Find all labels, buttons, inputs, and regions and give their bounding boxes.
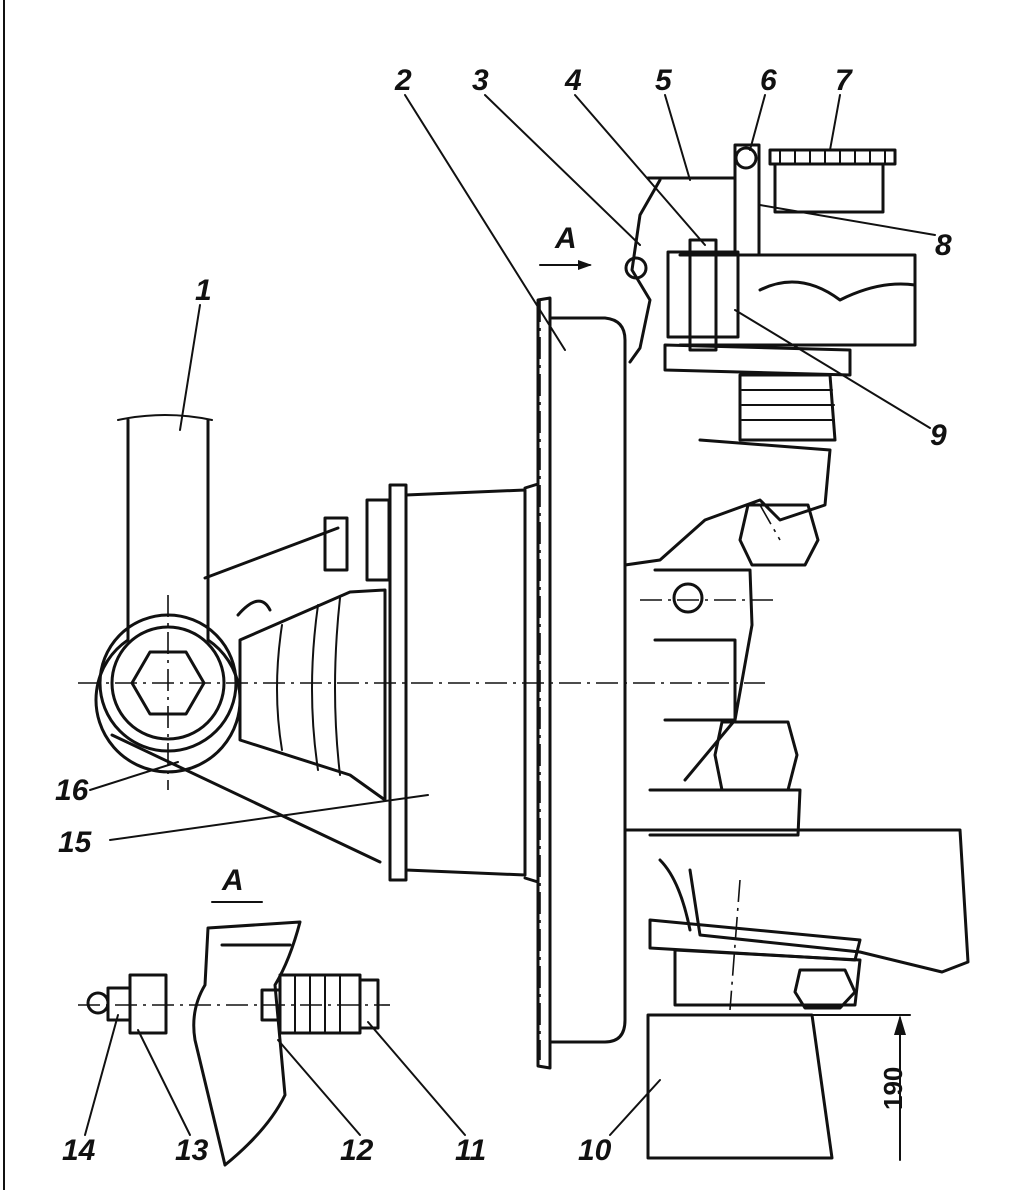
callout-5: 5 (655, 64, 673, 97)
lower-nut (713, 720, 799, 792)
callout-7: 7 (835, 64, 853, 97)
callout-1: 1 (195, 274, 212, 307)
callout-15: 15 (58, 826, 93, 859)
callout-12: 12 (340, 1134, 374, 1167)
hex-socket (130, 650, 206, 716)
upper-nut-axis (759, 504, 781, 541)
lever-arm (94, 414, 242, 774)
callout-4: 4 (564, 64, 582, 97)
callout-13: 13 (175, 1134, 209, 1167)
callout-3: 3 (472, 64, 489, 97)
callout-14: 14 (62, 1134, 96, 1167)
callout-6: 6 (760, 64, 777, 97)
dimension-value: 190 (878, 1067, 908, 1110)
lever-body (110, 526, 382, 864)
inset-label: A (221, 864, 244, 897)
callout-9: 9 (930, 419, 947, 452)
callout-11: 11 (455, 1134, 486, 1167)
callout-8: 8 (935, 229, 952, 262)
dimension-190: 190 (811, 1014, 911, 1161)
callout-2: 2 (394, 64, 412, 97)
section-mark: A (539, 222, 592, 270)
cam-housing (666, 250, 740, 339)
callout-labels: 1 2 3 4 5 6 7 8 9 10 11 12 13 14 15 16 (55, 64, 952, 1167)
lower-mechanism (623, 720, 970, 1160)
inset-washer-stack (278, 973, 362, 1035)
support-axis (729, 879, 741, 1011)
upper-bellows (738, 373, 837, 442)
support-block (646, 1013, 834, 1160)
drum (536, 296, 627, 1070)
upper-mechanism (623, 143, 917, 782)
inset-view-a: A (86, 864, 380, 1167)
callout-10: 10 (578, 1134, 612, 1167)
spring-coil (768, 148, 897, 166)
upper-nut (738, 503, 820, 567)
leader-lines (84, 94, 936, 1136)
callout-16: 16 (55, 774, 89, 807)
section-label: A (554, 222, 577, 255)
